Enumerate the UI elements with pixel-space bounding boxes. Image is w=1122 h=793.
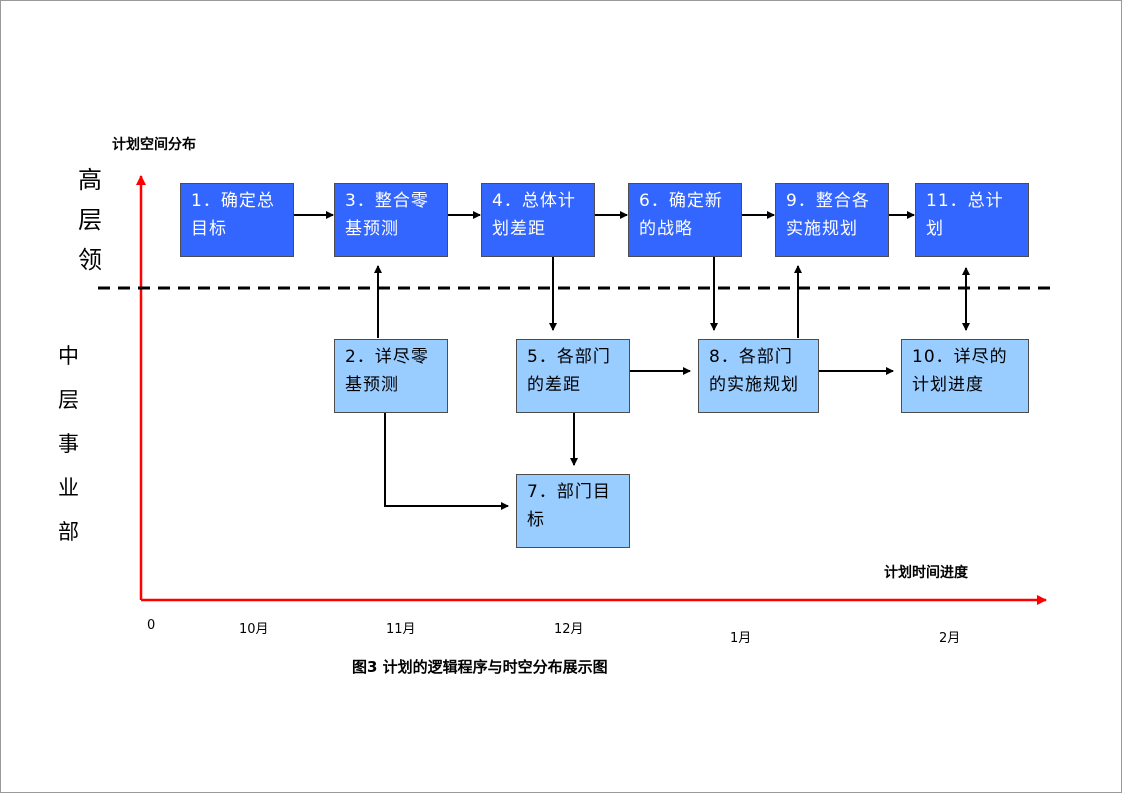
step-6-box: 6．确定新的战略 (628, 183, 742, 257)
step-10-box: 10．详尽的计划进度 (901, 339, 1029, 413)
arrow-2-7 (384, 412, 509, 510)
step-9-box: 9．整合各实施规划 (775, 183, 889, 257)
step-4-box: 4．总体计划差距 (481, 183, 595, 257)
step-8-box: 8．各部门的实施规划 (698, 339, 819, 413)
step-7-box: 7．部门目标 (516, 474, 630, 548)
level-label-middle: 中层事业部 (58, 344, 93, 544)
tick-label: 0 (147, 618, 156, 633)
tick-label: 1月 (730, 631, 752, 646)
level-label-top: 高层领 (78, 166, 104, 274)
step-5-box: 5．各部门的差距 (516, 339, 630, 413)
y-axis-title: 计划空间分布 (112, 137, 196, 153)
figure-caption: 图3 计划的逻辑程序与时空分布展示图 (352, 658, 608, 676)
step-2-box: 2．详尽零基预测 (334, 339, 448, 413)
tick-label: 11月 (386, 622, 416, 637)
step-11-box: 11．总计划 (915, 183, 1029, 257)
step-3-box: 3．整合零基预测 (334, 183, 448, 257)
tick-label: 10月 (239, 622, 269, 637)
tick-label: 2月 (939, 631, 961, 646)
x-axis-title: 计划时间进度 (884, 565, 968, 581)
step-1-box: 1．确定总目标 (180, 183, 294, 257)
tick-label: 12月 (554, 622, 584, 637)
